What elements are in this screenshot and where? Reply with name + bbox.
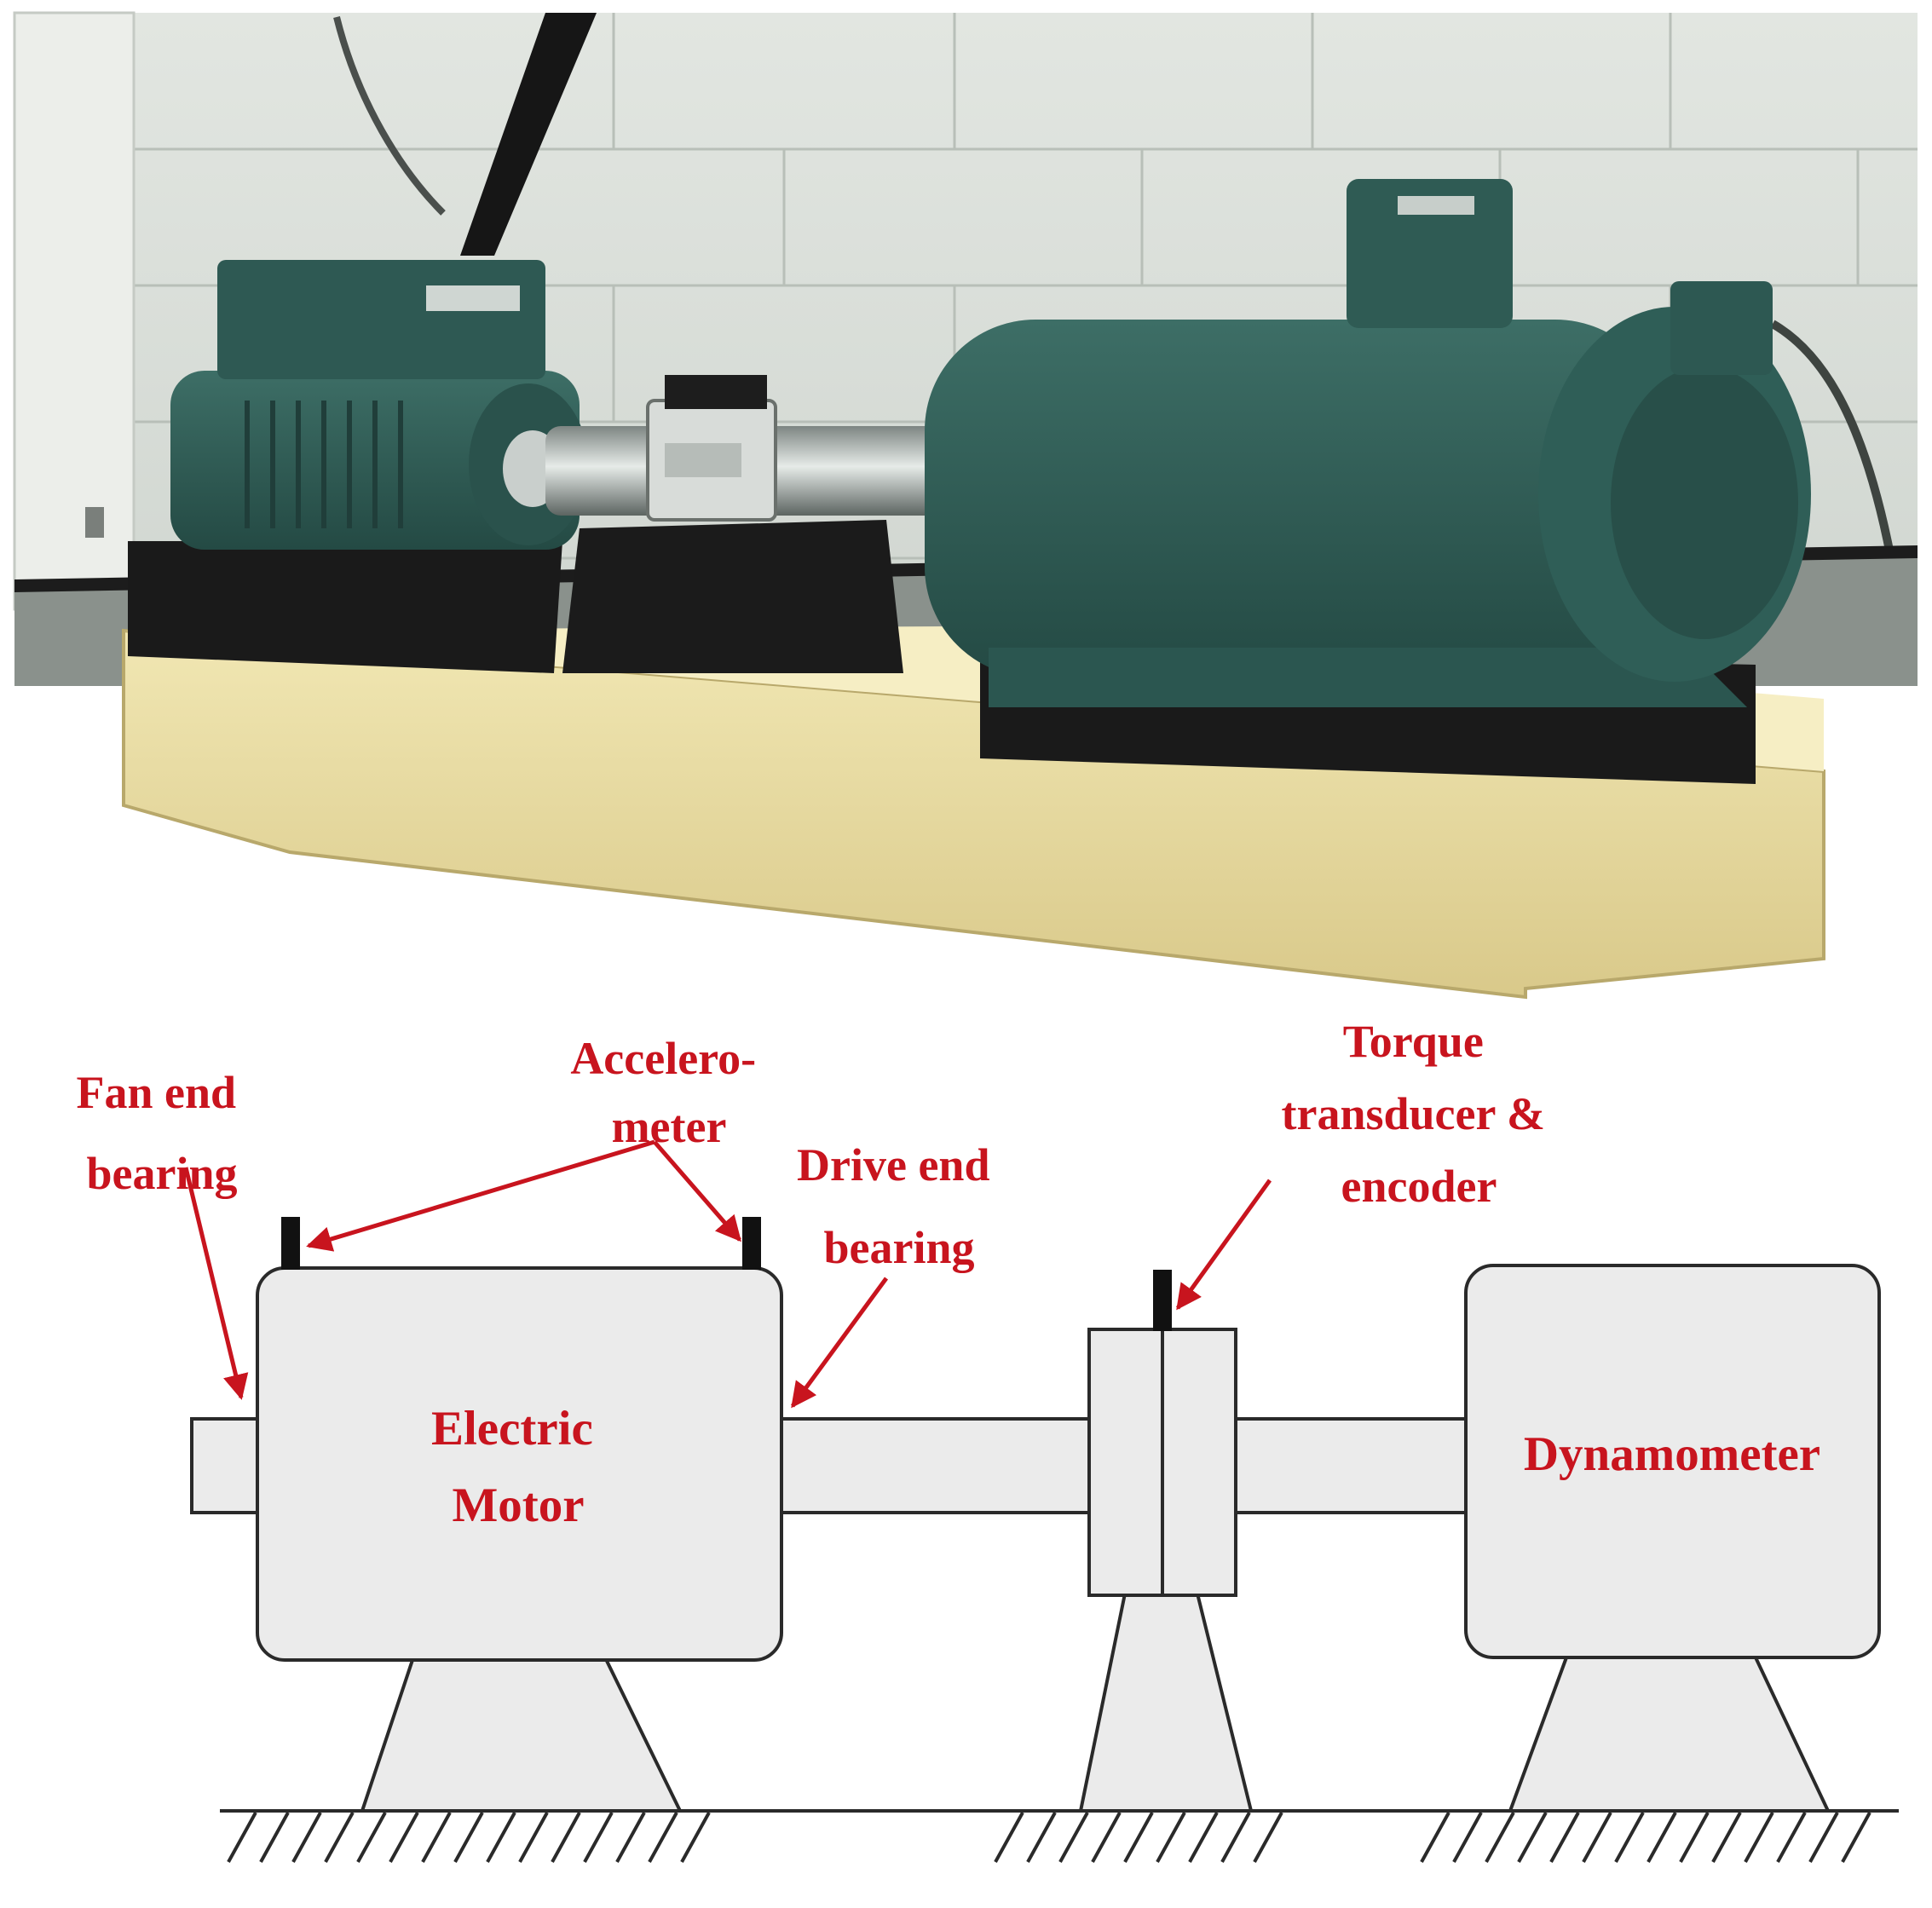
ground-hatch-mark: [1420, 1812, 1450, 1863]
fan-end-bearing-line-2: bearing: [86, 1148, 237, 1199]
motor-support: [360, 1656, 683, 1813]
drive-shaft-right: [1232, 1417, 1470, 1514]
drive-end-bearing-line-1: Drive end: [797, 1139, 989, 1190]
drive-end-bearing-line-2: bearing: [823, 1222, 974, 1273]
ground-hatch-mark: [1123, 1812, 1154, 1863]
torque-transducer-arrow: [1175, 1179, 1272, 1311]
transducer-support: [1078, 1592, 1254, 1813]
ground-hatch-mark: [1744, 1812, 1774, 1863]
ground-hatch-mark: [421, 1812, 452, 1863]
ground-hatch-mark: [1679, 1812, 1710, 1863]
ground-hatch-mark: [1582, 1812, 1612, 1863]
photo-transducer-mount: [562, 520, 903, 673]
photo-cabinet-latch: [85, 507, 104, 538]
ground-hatching: [227, 1812, 1871, 1863]
electric-motor-line-2: Motor: [452, 1479, 584, 1532]
ground-hatch-mark: [1614, 1812, 1645, 1863]
ground-hatch-mark: [1188, 1812, 1219, 1863]
electric-motor-line-1: Electric: [431, 1402, 593, 1455]
torque-transducer-line-3: encoder: [1341, 1161, 1497, 1212]
drive-end-bearing-label: Drive end bearing: [797, 1139, 1001, 1273]
photo-wall-cable: [333, 16, 446, 216]
ground-hatch-mark: [486, 1812, 516, 1863]
accelerometer-label: Accelero- meter: [570, 1033, 767, 1152]
ground-hatch-mark: [324, 1812, 355, 1863]
photo-transducer-top: [665, 375, 767, 409]
callout-arrows: [183, 1139, 1272, 1409]
ground-hatch-mark: [1517, 1812, 1548, 1863]
ground-hatch-mark: [1220, 1812, 1251, 1863]
ground-hatch-mark: [615, 1812, 646, 1863]
fan-end-shaft: [190, 1417, 263, 1514]
ground-hatch-mark: [356, 1812, 387, 1863]
torque-transducer-line-2: transducer &: [1282, 1088, 1545, 1139]
ground-hatch-mark: [1808, 1812, 1839, 1863]
photo-cabinet: [13, 11, 136, 611]
ground-hatch-mark: [1647, 1812, 1677, 1863]
ground-hatch-mark: [1058, 1812, 1089, 1863]
ground-hatch-mark: [1026, 1812, 1057, 1863]
ground-hatch-mark: [1841, 1812, 1871, 1863]
photo-dyno-fan-housing: [1670, 281, 1773, 375]
schematic-diagram: Electric Motor Dynamometer Fan end beari…: [76, 1016, 1899, 1863]
torque-encoder-sensor: [1153, 1270, 1172, 1331]
accelerometer-drive-end: [742, 1217, 761, 1270]
photo-cable-pole: [460, 13, 597, 256]
accelerometer-line-1: Accelero-: [570, 1033, 756, 1084]
dynamometer-support: [1508, 1656, 1831, 1813]
ground-hatch-mark: [648, 1812, 678, 1863]
ground-hatch-mark: [1253, 1812, 1283, 1863]
photo-motor-junction-box: [217, 260, 545, 379]
test-rig-photo: [13, 11, 1918, 1000]
photo-dyno-nameplate: [1398, 196, 1474, 215]
photo-motor-nameplate: [426, 285, 520, 311]
electric-motor-box: [256, 1266, 783, 1662]
ground-hatch-mark: [994, 1812, 1024, 1863]
dynamometer-box: [1464, 1264, 1881, 1659]
ground-hatch-mark: [227, 1812, 257, 1863]
ground-hatch-mark: [453, 1812, 484, 1863]
fan-end-bearing-label: Fan end bearing: [76, 1067, 247, 1199]
ground-hatch-mark: [1156, 1812, 1186, 1863]
ground-hatch-mark: [291, 1812, 322, 1863]
photo-transducer-label: [665, 443, 741, 477]
accelerometer-arrow-left: [306, 1139, 655, 1252]
photo-motor-fins: [245, 401, 403, 528]
fan-end-bearing-line-1: Fan end: [76, 1067, 236, 1118]
fan-end-bearing-arrow: [183, 1167, 249, 1400]
ground-hatch-mark: [1549, 1812, 1580, 1863]
torque-transducer-line-1: Torque: [1343, 1016, 1484, 1067]
ground-hatch-mark: [583, 1812, 614, 1863]
ground-hatch-mark: [1776, 1812, 1807, 1863]
accelerometer-fan-end: [281, 1217, 300, 1270]
ground-hatch-mark: [551, 1812, 581, 1863]
photo-dyno-end-cap: [1611, 366, 1798, 639]
ground-hatch-mark: [1711, 1812, 1742, 1863]
photo-dyno-foot: [989, 648, 1747, 707]
photo-dynamometer: [925, 320, 1666, 677]
ground-hatch-mark: [680, 1812, 711, 1863]
accelerometer-arrow-right: [653, 1140, 741, 1242]
ground-hatch-mark: [1091, 1812, 1122, 1863]
dynamometer-label: Dynamometer: [1524, 1427, 1820, 1481]
drive-shaft-left: [778, 1417, 1093, 1514]
ground-hatch-mark: [1452, 1812, 1483, 1863]
photo-motor-mount: [128, 541, 562, 673]
ground-hatch-mark: [259, 1812, 290, 1863]
drive-end-bearing-arrow: [790, 1277, 889, 1409]
ground-hatch-mark: [389, 1812, 419, 1863]
ground-hatch-mark: [518, 1812, 549, 1863]
accelerometer-line-2: meter: [612, 1101, 727, 1152]
ground-hatch-mark: [1485, 1812, 1515, 1863]
photo-base: [122, 628, 1825, 1000]
electric-motor-label: Electric Motor: [431, 1402, 605, 1532]
torque-transducer-label: Torque transducer & encoder: [1282, 1016, 1557, 1212]
photo-dyno-junction-box: [1347, 179, 1513, 328]
